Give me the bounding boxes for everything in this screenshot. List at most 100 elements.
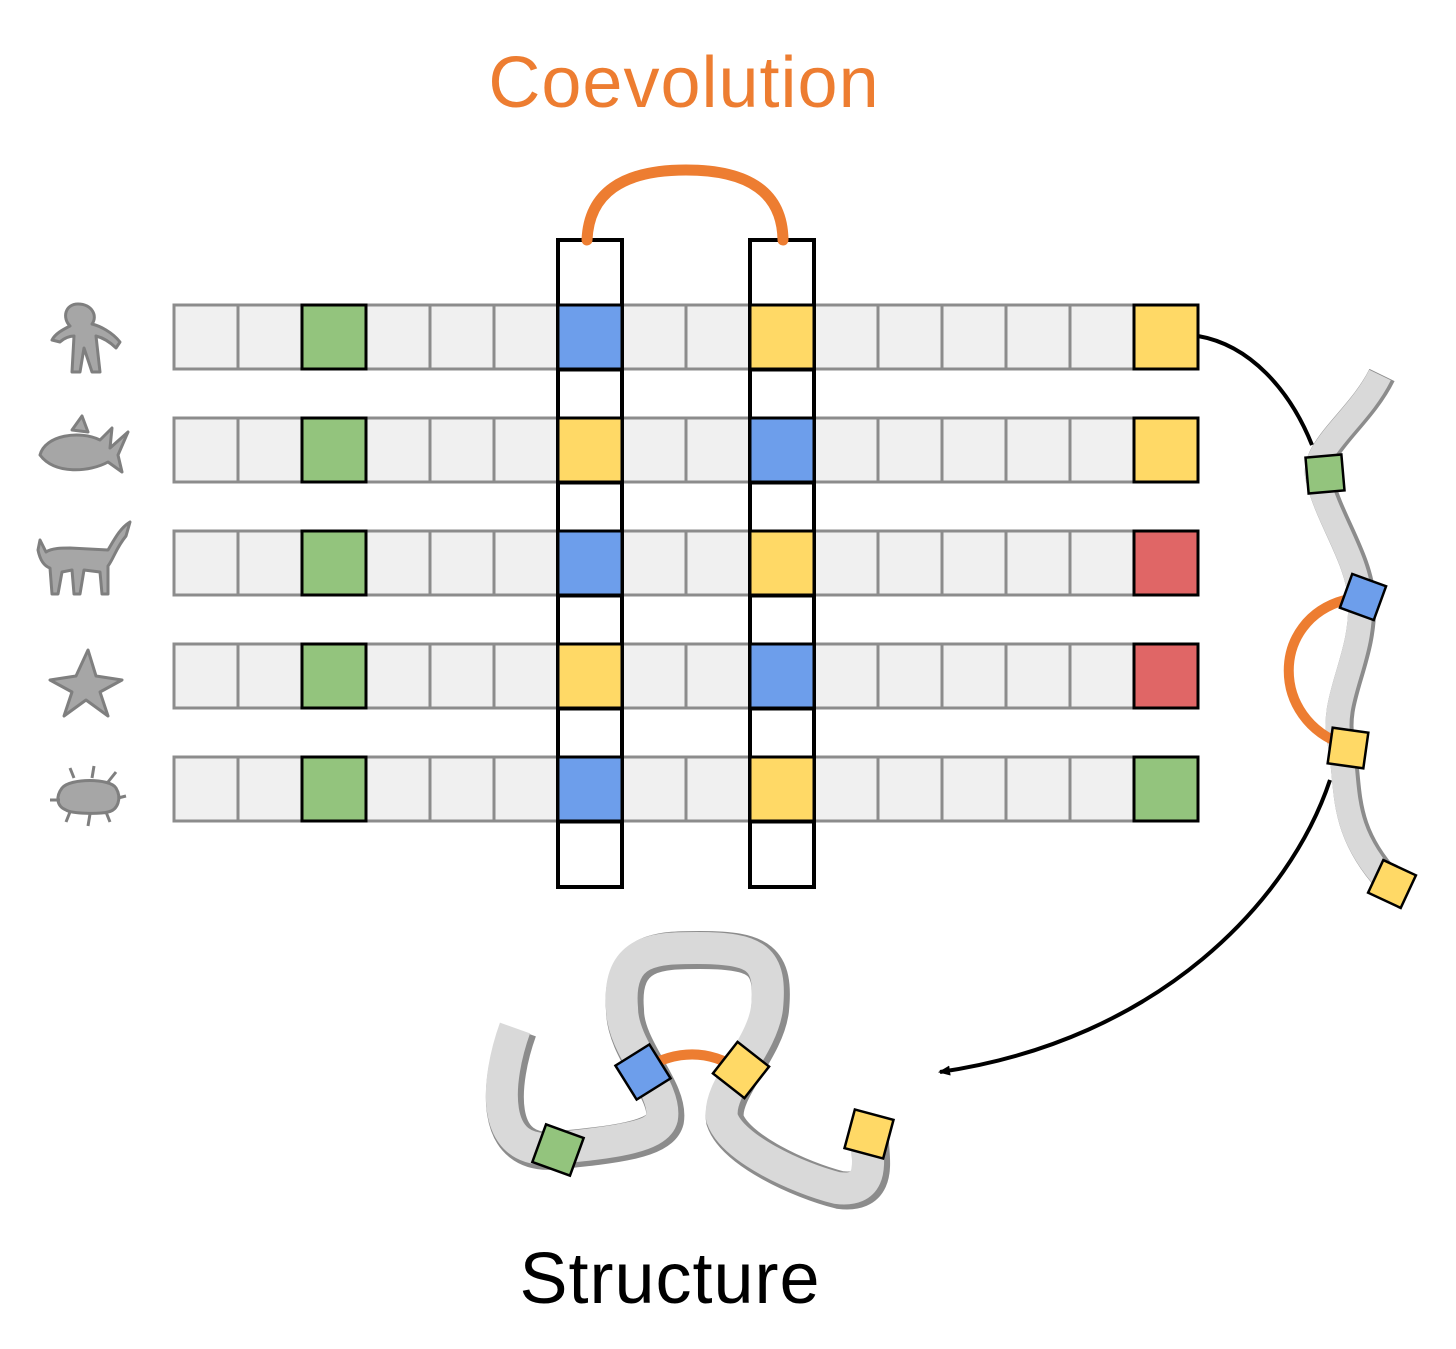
residue-cell-green xyxy=(300,303,368,371)
chain-residue-yellow xyxy=(1326,726,1370,770)
folded-residue-green xyxy=(530,1122,586,1178)
residue-cell-green xyxy=(300,755,368,823)
residue-cell-yellow xyxy=(748,303,816,371)
residue-cell xyxy=(492,529,560,597)
alignment-row xyxy=(172,416,1200,484)
gap-cell xyxy=(556,481,624,533)
residue-cell xyxy=(1004,529,1072,597)
residue-cell xyxy=(492,642,560,710)
fish-icon xyxy=(38,414,130,474)
alignment-row xyxy=(172,303,1200,371)
alignment-row xyxy=(172,642,1200,710)
residue-cell xyxy=(940,416,1008,484)
residue-cell xyxy=(940,529,1008,597)
residue-cell xyxy=(492,416,560,484)
gap-cell xyxy=(748,368,816,420)
residue-cell xyxy=(620,529,688,597)
residue-cell xyxy=(1068,642,1136,710)
residue-cell xyxy=(1004,416,1072,484)
folded-residue-yellow xyxy=(842,1107,896,1161)
gap-cell xyxy=(556,238,624,307)
gap-cell xyxy=(748,707,816,759)
residue-cell xyxy=(620,303,688,371)
residue-cell-yellow xyxy=(1132,416,1200,484)
gap-cell xyxy=(556,594,624,646)
organisms xyxy=(36,302,132,827)
alignment-row xyxy=(172,529,1200,597)
residue-cell xyxy=(876,529,944,597)
residue-cell xyxy=(172,416,240,484)
cat-icon xyxy=(36,520,132,596)
gap-cell xyxy=(748,594,816,646)
human-icon xyxy=(50,302,122,374)
residue-cell xyxy=(172,755,240,823)
residue-cell-green xyxy=(1132,755,1200,823)
gap-cell xyxy=(556,707,624,759)
residue-cell xyxy=(428,755,496,823)
gap-cell xyxy=(556,368,624,420)
residue-cell-yellow xyxy=(556,416,624,484)
residue-cell-blue xyxy=(556,529,624,597)
chain-residue-blue xyxy=(1338,572,1388,622)
residue-cell xyxy=(492,755,560,823)
residue-cell xyxy=(940,303,1008,371)
residue-cell-yellow xyxy=(748,755,816,823)
residue-cell xyxy=(364,416,432,484)
residue-cell-blue xyxy=(748,642,816,710)
residue-cell-green xyxy=(300,642,368,710)
folded-residue-blue xyxy=(613,1042,673,1102)
folded-residue-yellow xyxy=(711,1040,771,1100)
residue-cell xyxy=(236,755,304,823)
residue-cell xyxy=(172,303,240,371)
residue-cell xyxy=(684,416,752,484)
residue-cell xyxy=(684,642,752,710)
residue-cell xyxy=(620,642,688,710)
connector-line xyxy=(1197,334,1314,446)
residue-cell xyxy=(1068,755,1136,823)
gap-cell xyxy=(748,820,816,889)
residue-cell xyxy=(1004,755,1072,823)
residue-cell xyxy=(620,755,688,823)
coevolution-arc xyxy=(581,164,789,246)
gap-cell xyxy=(748,238,816,307)
coevolution-title: Coevolution xyxy=(488,43,880,123)
coevolving-column xyxy=(556,238,624,889)
residue-cell xyxy=(620,416,688,484)
residue-cell xyxy=(1068,416,1136,484)
residue-cell-blue xyxy=(748,416,816,484)
sequence-alignment xyxy=(172,303,1200,823)
residue-cell xyxy=(684,303,752,371)
residue-cell-green xyxy=(300,529,368,597)
gap-cell xyxy=(556,820,624,889)
residue-cell xyxy=(364,755,432,823)
residue-cell-red xyxy=(1132,529,1200,597)
residue-cell xyxy=(684,529,752,597)
residue-cell xyxy=(236,642,304,710)
residue-cell-yellow xyxy=(748,529,816,597)
residue-cell xyxy=(428,416,496,484)
alignment-row xyxy=(172,755,1200,823)
residue-cell xyxy=(940,642,1008,710)
residue-cell xyxy=(684,755,752,823)
residue-cell xyxy=(876,416,944,484)
contact-arc-unfolded xyxy=(1283,595,1350,750)
starfish-icon xyxy=(48,648,124,718)
unfolded-chain xyxy=(1283,368,1418,910)
residue-cell-yellow xyxy=(1132,303,1200,371)
residue-cell xyxy=(812,755,880,823)
gap-cell xyxy=(748,481,816,533)
residue-cell xyxy=(428,642,496,710)
residue-cell xyxy=(428,529,496,597)
residue-cell xyxy=(812,303,880,371)
residue-cell xyxy=(236,416,304,484)
residue-cell-blue xyxy=(556,755,624,823)
residue-cell-yellow xyxy=(556,642,624,710)
fold-arrow xyxy=(938,779,1332,1076)
residue-cell xyxy=(876,755,944,823)
structure-title: Structure xyxy=(519,1239,821,1319)
chain-residue-green xyxy=(1304,453,1346,495)
residue-cell-red xyxy=(1132,642,1200,710)
residue-cell xyxy=(1068,529,1136,597)
